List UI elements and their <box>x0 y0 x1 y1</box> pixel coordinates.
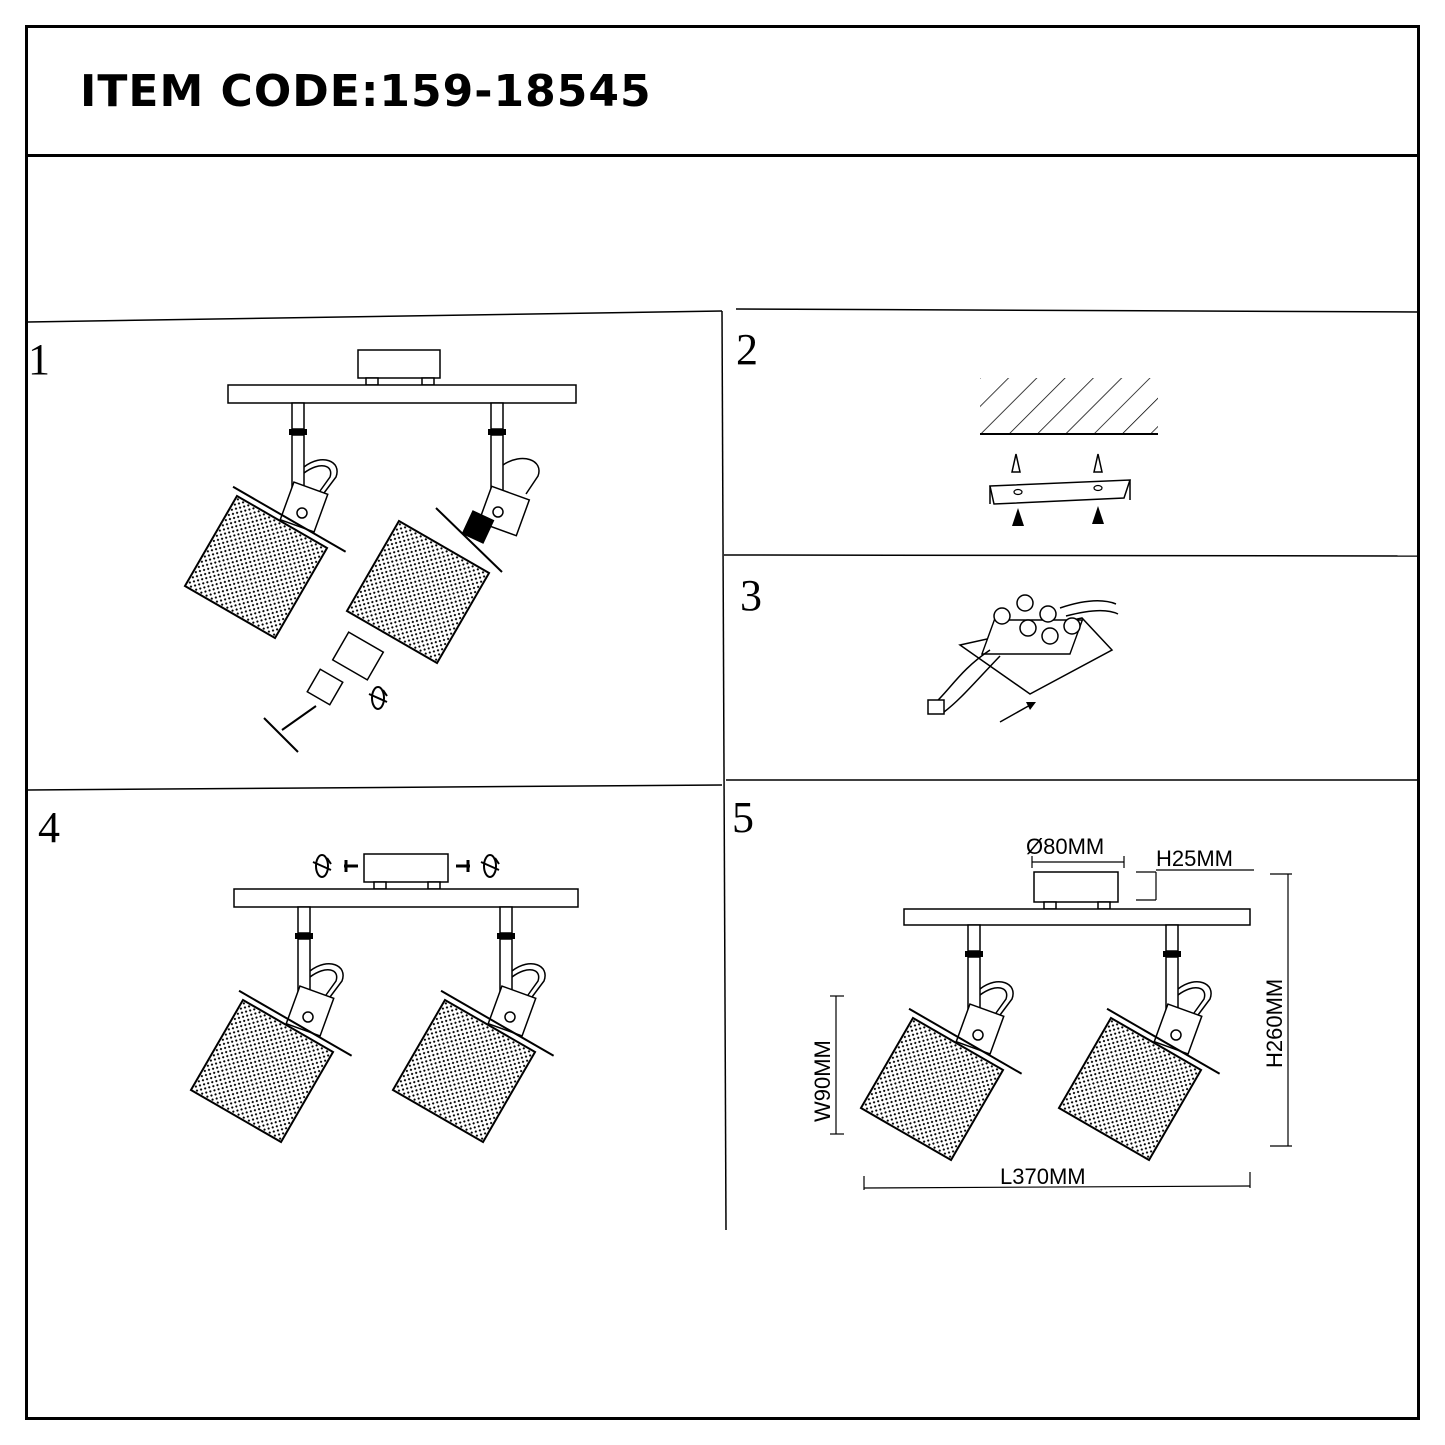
sheet-border <box>25 25 1420 1420</box>
screw-icon <box>1012 508 1024 526</box>
dimension-diameter: Ø80MM <box>1026 834 1104 859</box>
step-number-2: 2 <box>736 325 758 374</box>
panel-5-dimensions: Ø80MM H25MM H260MM W90MM L370MM <box>810 834 1292 1190</box>
panel-divider <box>723 554 1419 557</box>
step-number-3: 3 <box>740 571 762 620</box>
dimension-length: L370MM <box>1000 1164 1086 1189</box>
terminal-block-icon <box>927 594 1119 723</box>
screw-icon <box>344 860 358 872</box>
step-number-5: 5 <box>732 793 754 842</box>
dimension-width: W90MM <box>810 1040 835 1122</box>
header-band <box>25 25 1420 157</box>
arrow-icon <box>999 703 1033 723</box>
screw-icon <box>1093 453 1103 473</box>
spotlight-icon <box>263 402 540 753</box>
ceiling-hatch-icon <box>980 378 1158 434</box>
item-code-title: ITEM CODE:159-18545 <box>80 66 652 117</box>
rotate-icon <box>312 854 332 878</box>
screw-icon <box>1011 453 1021 473</box>
dimension-height-total: H260MM <box>1262 979 1287 1068</box>
panel-divider <box>721 310 727 1231</box>
screw-icon <box>1092 506 1104 524</box>
panel-divider <box>27 310 723 323</box>
step-number-1: 1 <box>28 335 50 384</box>
dimension-height-base: H25MM <box>1156 846 1233 871</box>
rotate-icon <box>480 854 500 878</box>
spotlight-icon <box>183 906 353 1153</box>
rotate-icon <box>368 686 388 710</box>
step-number-4: 4 <box>38 803 60 852</box>
spotlight-icon <box>177 402 347 649</box>
panel-1-fixture <box>177 349 577 753</box>
spotlight-icon <box>1051 924 1221 1171</box>
panel-divider <box>27 784 723 791</box>
spotlight-icon <box>385 906 555 1153</box>
spotlight-icon <box>853 924 1023 1171</box>
screw-icon <box>456 860 470 872</box>
panel-2-mounting <box>980 378 1158 526</box>
panel-divider <box>735 308 1419 313</box>
panel-4-fixture <box>183 853 579 1153</box>
